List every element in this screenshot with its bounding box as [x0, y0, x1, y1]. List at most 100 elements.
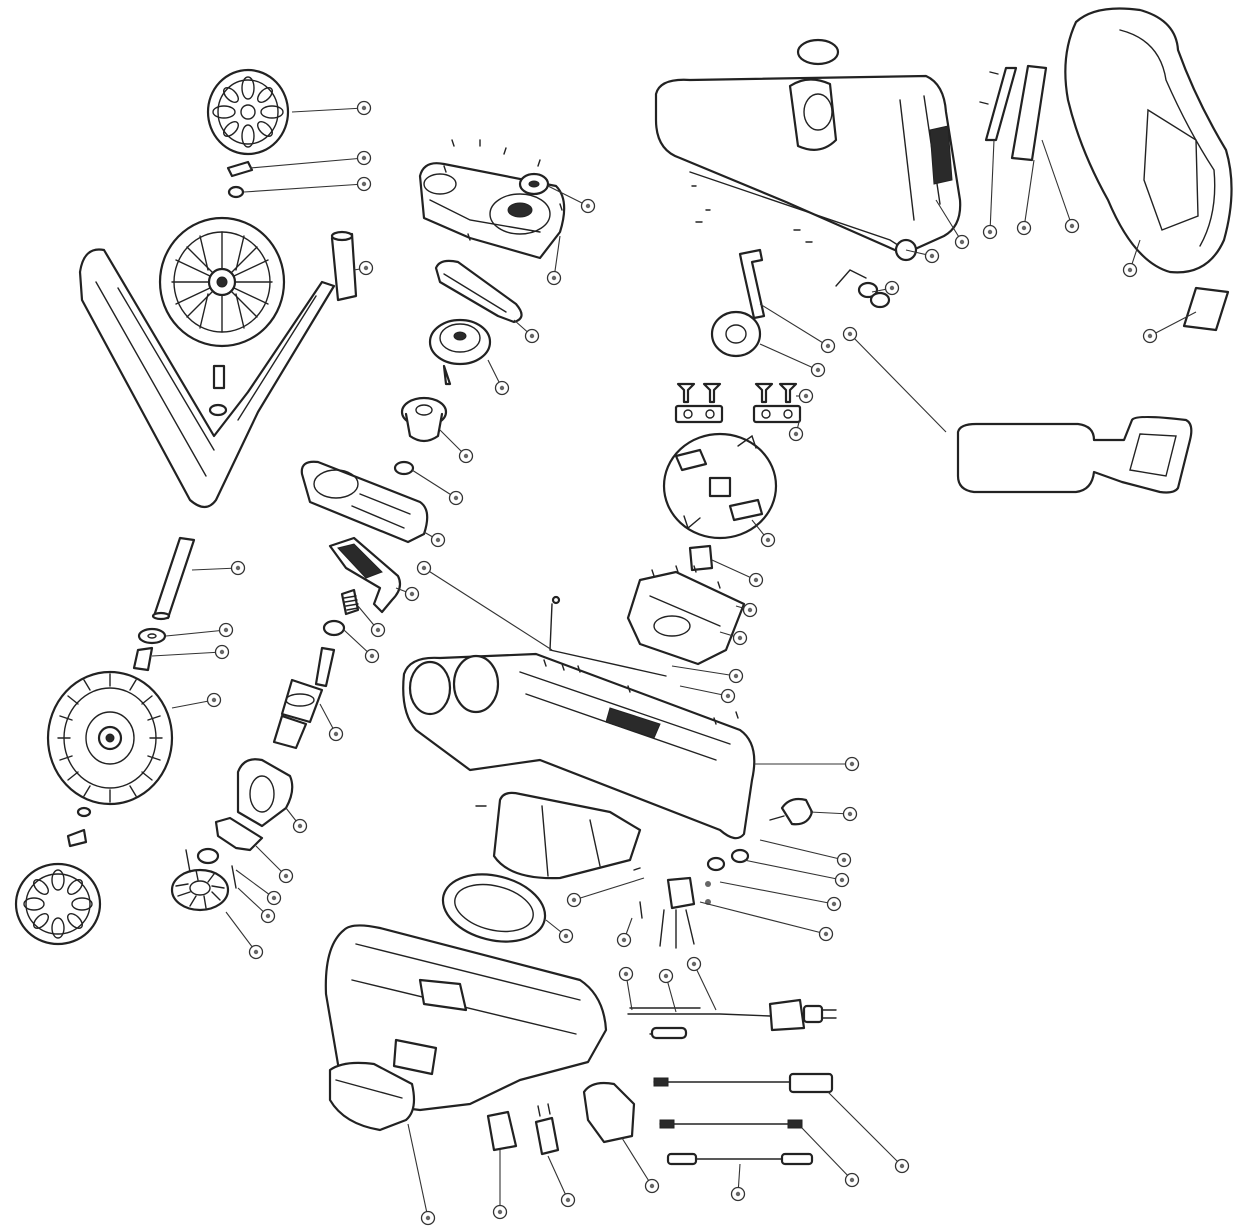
drive-pulley: [518, 172, 550, 196]
callout-leader-line: [827, 1091, 903, 1167]
callout-illegible-number: [793, 431, 799, 437]
callout-leader-line: [151, 651, 223, 657]
callout-illegible-number: [333, 731, 339, 737]
callout-illegible-number: [363, 265, 369, 271]
callout-leader-line: [719, 881, 835, 905]
callout-leader-line: [191, 567, 239, 571]
height-adjust-knob: [769, 797, 814, 826]
gearbox-housing: [300, 460, 429, 544]
callout-leader-line: [693, 963, 717, 1011]
callout-illegible-number: [691, 961, 697, 967]
callout-illegible-number: [219, 649, 225, 655]
callout-illegible-number: [361, 181, 367, 187]
wheel-clip-bottom: [66, 806, 92, 848]
hopper-body: [654, 74, 962, 256]
callout-leader-line: [711, 559, 757, 581]
callout-leader-line: [235, 869, 275, 899]
axle-washer: [137, 627, 167, 645]
motor-stator: [236, 758, 294, 828]
callout-illegible-number: [497, 1209, 503, 1215]
hopper-hinge-clips: [835, 238, 918, 309]
switch-assembly: [633, 848, 750, 949]
impeller-gear: [428, 318, 492, 386]
callout-illegible-number: [1069, 223, 1075, 229]
callout-illegible-number: [425, 1215, 431, 1221]
base-gasket: [441, 873, 547, 943]
wheel-bottom: [46, 670, 174, 806]
hex-key: [738, 248, 766, 320]
warning-label: [1182, 286, 1230, 332]
callout-illegible-number: [815, 367, 821, 373]
callout-illegible-number: [899, 1163, 905, 1169]
callout-leader-line: [165, 629, 227, 637]
motor-armature: [272, 646, 336, 750]
callout-illegible-number: [463, 453, 469, 459]
callout-leader-line: [989, 139, 995, 233]
latch-rod: [549, 595, 667, 677]
trigger-spring: [340, 588, 360, 616]
fan-impeller: [170, 847, 237, 912]
blade-guard-plate: [626, 570, 746, 666]
callout-leader-line: [935, 199, 963, 243]
callout-illegible-number: [649, 1183, 655, 1189]
callout-leader-line: [743, 859, 843, 881]
blade-hub: [710, 310, 762, 358]
lower-housing: [324, 924, 608, 1132]
callout-illegible-number: [1147, 333, 1153, 339]
hopper-filter-plate: [1010, 64, 1048, 162]
bearing-housing: [400, 396, 448, 443]
callout-illegible-number: [623, 971, 629, 977]
callout-illegible-number: [1127, 267, 1133, 273]
cord-strain-relief: [650, 1026, 688, 1040]
wheel-hubcap-bottom: [14, 862, 102, 946]
callout-illegible-number: [847, 331, 853, 337]
callout-illegible-number: [929, 253, 935, 259]
callout-illegible-number: [565, 1197, 571, 1203]
callout-illegible-number: [959, 239, 965, 245]
capacitor: [534, 1103, 560, 1156]
callout-leader-line: [621, 1137, 653, 1187]
callout-illegible-number: [849, 761, 855, 767]
collection-bag-cover: [1064, 7, 1233, 274]
callout-illegible-number: [499, 385, 505, 391]
callout-illegible-number: [421, 565, 427, 571]
drive-belt: [434, 259, 523, 324]
motor-shaft-nut: [322, 619, 346, 637]
callout-illegible-number: [847, 811, 853, 817]
callout-illegible-number: [825, 343, 831, 349]
wiring-harness-3: [666, 1152, 814, 1166]
callout-illegible-number: [803, 393, 809, 399]
callout-illegible-number: [571, 897, 577, 903]
cutting-blades: [674, 404, 802, 424]
callout-illegible-number: [235, 565, 241, 571]
wheel-clip-top: [226, 160, 254, 199]
callout-illegible-number: [1021, 225, 1027, 231]
bearing-washer: [393, 460, 415, 476]
callout-leader-line: [243, 183, 365, 193]
wheel-top: [158, 216, 286, 348]
callout-illegible-number: [563, 933, 569, 939]
callout-illegible-number: [283, 873, 289, 879]
callout-illegible-number: [297, 823, 303, 829]
callout-leader-line: [759, 343, 819, 371]
callout-leader-line: [801, 1127, 853, 1181]
axle-shaft: [151, 536, 196, 621]
callout-illegible-number: [621, 937, 627, 943]
callout-leader-line: [699, 901, 827, 935]
callout-illegible-number: [737, 635, 743, 641]
wiring-harness-2: [659, 1119, 803, 1129]
callout-leader-line: [573, 877, 645, 901]
callout-illegible-number: [753, 577, 759, 583]
callout-illegible-number: [839, 877, 845, 883]
callout-leader-line: [679, 685, 729, 697]
callout-illegible-number: [735, 1191, 741, 1197]
blade-nut: [688, 544, 714, 572]
hopper-gasket: [984, 66, 1018, 142]
screws: [443, 71, 999, 807]
callout-illegible-number: [223, 627, 229, 633]
wheel-hubcap-top: [206, 68, 290, 156]
callout-illegible-number: [253, 949, 259, 955]
callout-illegible-number: [889, 285, 895, 291]
